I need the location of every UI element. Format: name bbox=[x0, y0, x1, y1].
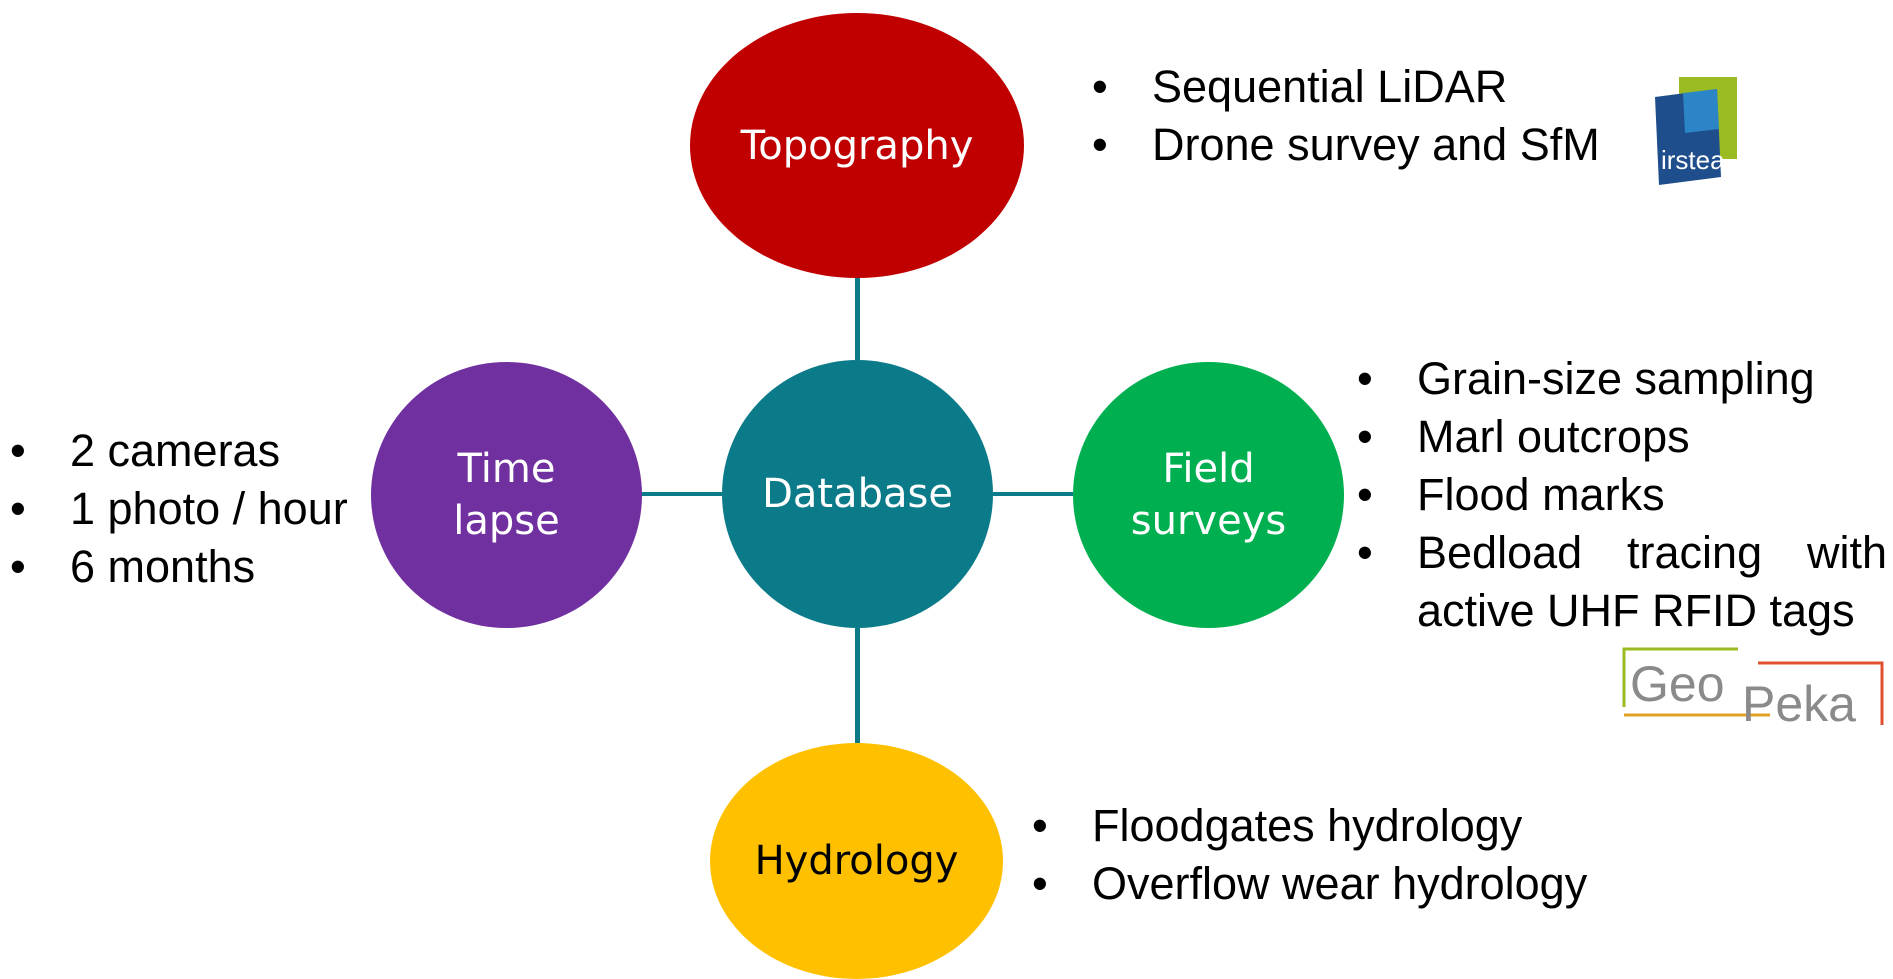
list-item: Bedload tracing with bbox=[1357, 524, 1887, 582]
node-hydrology: Hydrology bbox=[710, 743, 1003, 979]
connector-left bbox=[642, 492, 722, 496]
connector-top bbox=[855, 278, 860, 360]
field-bullets: Grain-size sampling Marl outcrops Flood … bbox=[1357, 350, 1887, 640]
hydrology-bullets: Floodgates hydrology Overflow wear hydro… bbox=[1032, 797, 1587, 913]
geopeka-logo: Geo Peka bbox=[1622, 647, 1884, 727]
connector-bottom bbox=[855, 628, 860, 743]
list-item: Flood marks bbox=[1357, 466, 1887, 524]
node-hydrology-label: Hydrology bbox=[754, 838, 959, 884]
connector-right bbox=[993, 492, 1073, 496]
node-field-line1: Field bbox=[1162, 446, 1255, 492]
node-database-label: Database bbox=[762, 471, 953, 517]
node-timelapse: Time lapse bbox=[371, 362, 642, 628]
list-item: 1 photo / hour bbox=[10, 480, 348, 538]
timelapse-bullets: 2 cameras 1 photo / hour 6 months bbox=[10, 422, 348, 596]
irstea-logo: irstea bbox=[1655, 77, 1737, 185]
list-item: 6 months bbox=[10, 538, 348, 596]
node-field-line2: surveys bbox=[1130, 498, 1287, 544]
list-item-continuation: active UHF RFID tags bbox=[1417, 585, 1855, 636]
list-item: Grain-size sampling bbox=[1357, 350, 1887, 408]
node-topography-label: Topography bbox=[740, 122, 974, 169]
list-item: Floodgates hydrology bbox=[1032, 797, 1587, 855]
node-field-surveys: Field surveys bbox=[1073, 362, 1344, 628]
node-topography: Topography bbox=[690, 13, 1024, 278]
node-database: Database bbox=[722, 360, 993, 628]
node-timelapse-line1: Time bbox=[457, 446, 556, 492]
geopeka-logo-geo: Geo bbox=[1630, 656, 1725, 712]
node-timelapse-line2: lapse bbox=[453, 498, 560, 544]
topography-bullets: Sequential LiDAR Drone survey and SfM bbox=[1092, 58, 1600, 174]
list-item: 2 cameras bbox=[10, 422, 348, 480]
list-item: Drone survey and SfM bbox=[1092, 116, 1600, 174]
irstea-logo-text: irstea bbox=[1661, 145, 1725, 175]
geopeka-logo-peka: Peka bbox=[1742, 676, 1856, 727]
list-item: Marl outcrops bbox=[1357, 408, 1887, 466]
list-item: Overflow wear hydrology bbox=[1032, 855, 1587, 913]
list-item: Sequential LiDAR bbox=[1092, 58, 1600, 116]
